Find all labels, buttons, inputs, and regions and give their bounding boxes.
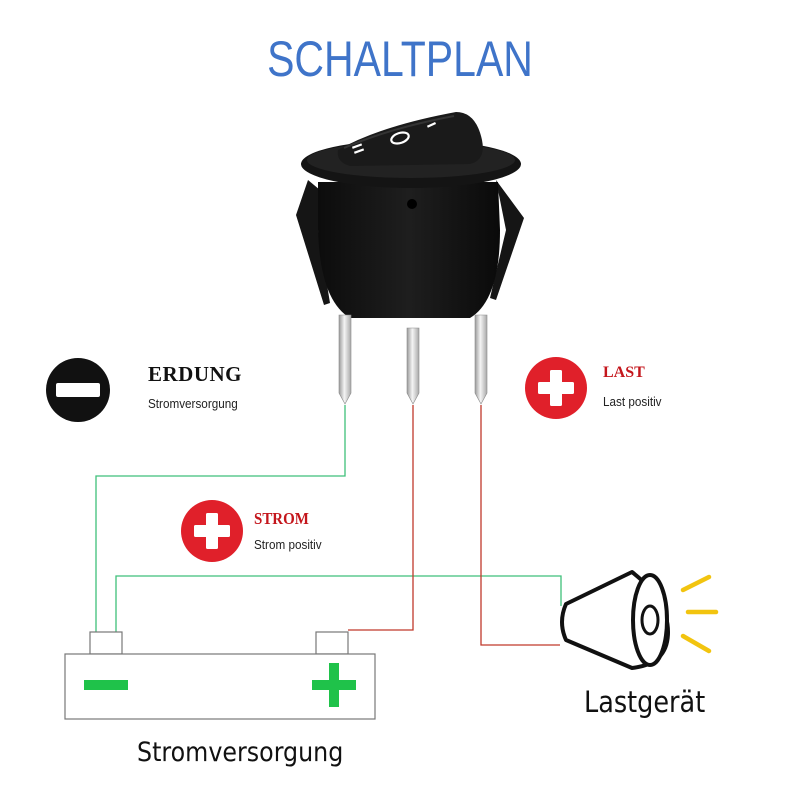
wire-battery-negative-to-load <box>115 575 562 632</box>
switch-body <box>318 182 500 318</box>
battery-terminal-negative <box>89 631 123 655</box>
pin-power <box>406 327 420 405</box>
battery-negative-symbol <box>84 680 128 690</box>
plus-circle-icon <box>525 357 587 419</box>
battery-terminal-positive <box>315 631 349 655</box>
switch-pins <box>338 314 488 405</box>
plus-circle-icon <box>181 500 243 562</box>
switch-rocker <box>337 112 483 166</box>
ground-subheading: Stromversorgung <box>148 396 238 411</box>
load-subheading: Last positiv <box>603 394 662 409</box>
switch-markings <box>351 121 437 154</box>
horn-sound-rays <box>680 574 719 654</box>
page-title: SCHALTPLAN <box>267 31 533 87</box>
rocker-switch-icon <box>296 112 524 405</box>
horn-icon <box>560 570 719 670</box>
load-device-caption: Lastgerät <box>584 685 706 719</box>
pin-load <box>474 314 488 405</box>
pin-ground <box>338 314 352 405</box>
battery-positive-symbol-vertical <box>329 663 339 707</box>
switch-indicator-hole <box>407 199 417 209</box>
wires <box>95 405 562 646</box>
wire-load <box>480 405 560 646</box>
load-heading: LAST <box>603 364 645 381</box>
switch-right-clip <box>490 180 524 300</box>
power-subheading: Strom positiv <box>254 537 322 552</box>
ground-heading: ERDUNG <box>148 362 243 386</box>
minus-circle-icon <box>46 358 110 422</box>
power-heading: STROM <box>254 509 309 528</box>
switch-left-clip <box>296 180 330 305</box>
wire-power <box>348 405 414 631</box>
wire-ground <box>95 405 346 632</box>
battery-caption: Stromversorgung <box>137 737 344 768</box>
